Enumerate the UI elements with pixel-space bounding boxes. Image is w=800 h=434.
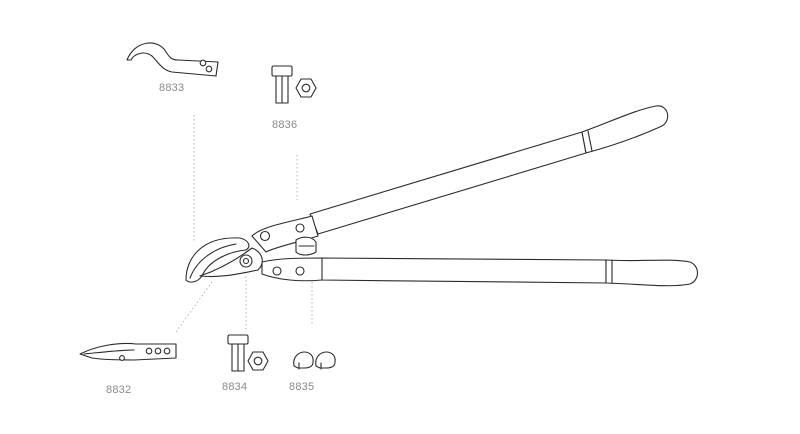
upper-handle [309, 105, 669, 235]
part-label-8833: 8833 [159, 82, 185, 94]
leader-8832 [175, 281, 213, 333]
part-8832-blade [79, 342, 177, 361]
part-label-8834: 8834 [222, 381, 248, 393]
part-8834-bolt-nut [227, 334, 269, 372]
part-8836-bolt-nut [271, 65, 317, 104]
lower-handle [319, 257, 699, 287]
part-label-8835: 8835 [289, 381, 315, 393]
part-8835-bumpers [293, 351, 336, 370]
part-8833-anvil [126, 42, 219, 77]
lopper-head [251, 215, 323, 282]
part-label-8836: 8836 [272, 119, 298, 131]
part-label-8832: 8832 [106, 384, 132, 396]
blades [185, 237, 263, 283]
